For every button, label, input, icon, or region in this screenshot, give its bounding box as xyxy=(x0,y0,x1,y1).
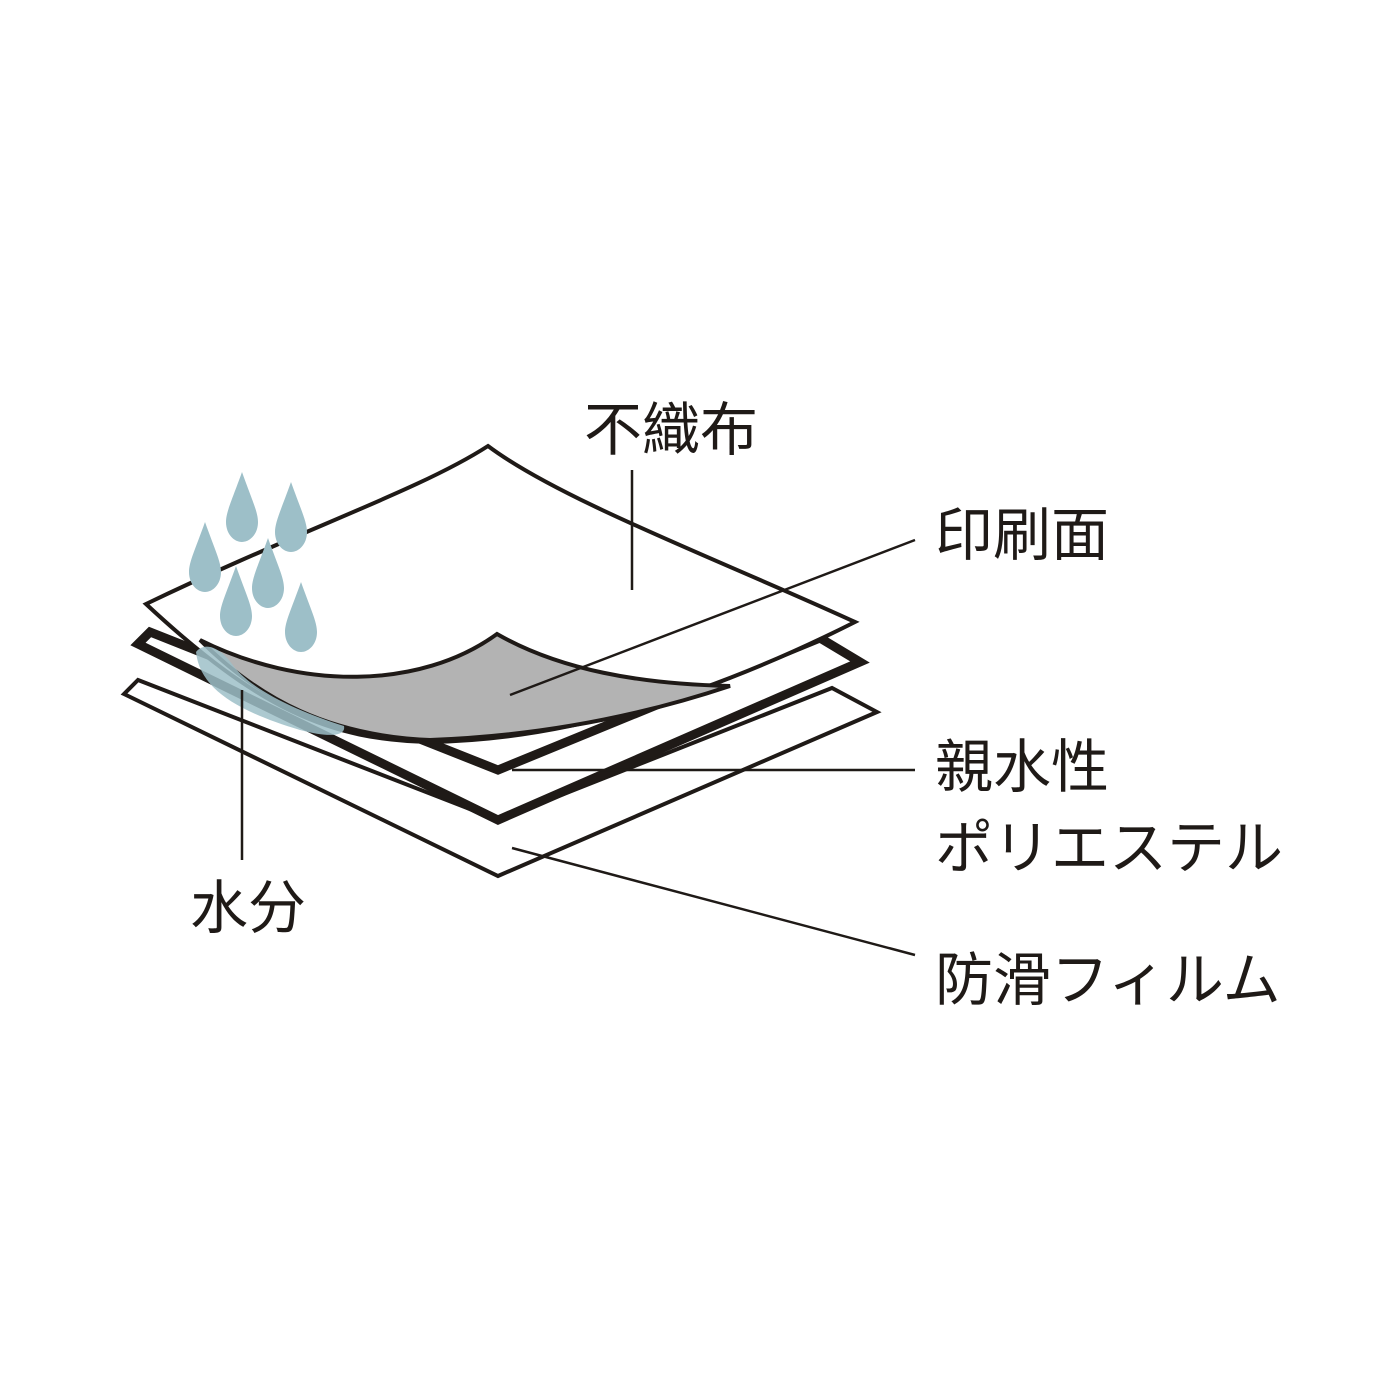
label-nonwoven: 不織布 xyxy=(584,396,758,464)
water-drops xyxy=(189,472,317,652)
label-hydrophilic-line2: ポリエステル xyxy=(935,814,1283,882)
water-drop-icon xyxy=(275,482,307,552)
water-drop-icon xyxy=(189,522,221,592)
label-printed-surface: 印刷面 xyxy=(935,501,1109,569)
antislip-film-layer xyxy=(120,677,882,879)
printed-surface xyxy=(198,631,731,743)
water-drop-icon xyxy=(252,538,284,608)
label-antislip-film: 防滑フィルム xyxy=(935,946,1281,1014)
water-drop-icon xyxy=(220,566,252,636)
water-drop-icon xyxy=(226,472,258,542)
printed-surface-leader xyxy=(509,538,916,697)
label-hydrophilic-line1: 親水性 xyxy=(935,733,1109,801)
nonwoven-layer xyxy=(142,443,860,745)
water-drop-icon xyxy=(285,582,317,652)
moisture-blob xyxy=(196,646,345,735)
antislip-leader xyxy=(511,846,916,957)
label-moisture: 水分 xyxy=(190,874,306,942)
